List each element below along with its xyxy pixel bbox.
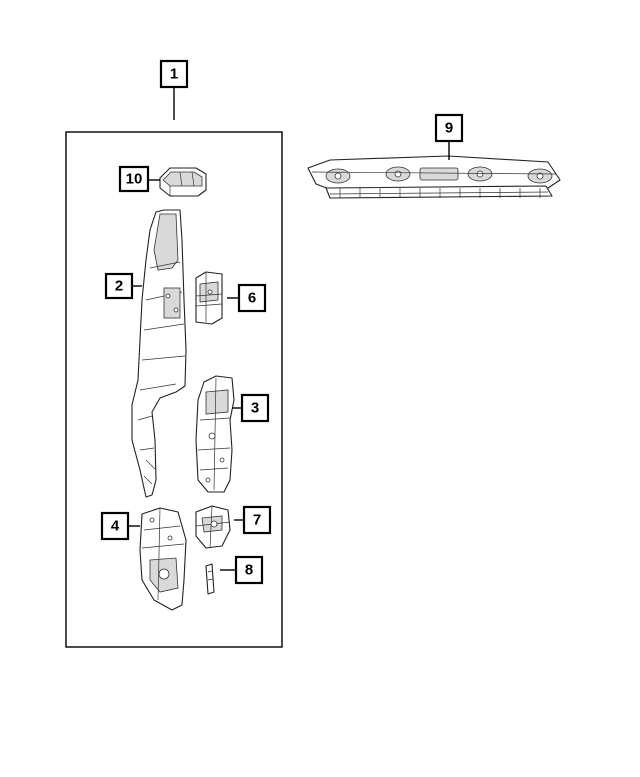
part-4-lower-panel[interactable] bbox=[139, 507, 187, 611]
assembly-group-frame bbox=[65, 131, 283, 648]
svg-text:7: 7 bbox=[253, 512, 261, 529]
svg-text:1: 1 bbox=[170, 66, 178, 83]
callout-4[interactable]: 4 bbox=[100, 511, 130, 541]
part-10-cap[interactable] bbox=[159, 167, 207, 197]
svg-text:10: 10 bbox=[126, 171, 143, 188]
part-9-cross-member[interactable] bbox=[307, 155, 561, 199]
callout-7[interactable]: 7 bbox=[242, 505, 272, 535]
part-8-strip[interactable] bbox=[205, 563, 215, 595]
part-2-pillar[interactable] bbox=[131, 209, 187, 498]
svg-text:9: 9 bbox=[445, 120, 453, 137]
callout-2[interactable]: 2 bbox=[104, 272, 134, 300]
callout-6[interactable]: 6 bbox=[237, 283, 267, 313]
callout-9[interactable]: 9 bbox=[434, 113, 464, 143]
part-6-bracket[interactable] bbox=[195, 271, 223, 325]
callout-10[interactable]: 10 bbox=[118, 165, 150, 193]
svg-text:6: 6 bbox=[248, 290, 256, 307]
svg-text:4: 4 bbox=[111, 518, 120, 535]
svg-text:3: 3 bbox=[251, 400, 259, 417]
callout-3[interactable]: 3 bbox=[240, 393, 270, 423]
callout-1[interactable]: 1 bbox=[159, 59, 189, 89]
part-7-small-bracket[interactable] bbox=[195, 505, 231, 549]
part-3-reinforcement[interactable] bbox=[195, 375, 235, 493]
callout-8[interactable]: 8 bbox=[234, 555, 264, 585]
svg-text:8: 8 bbox=[245, 562, 253, 579]
svg-text:2: 2 bbox=[115, 278, 123, 295]
